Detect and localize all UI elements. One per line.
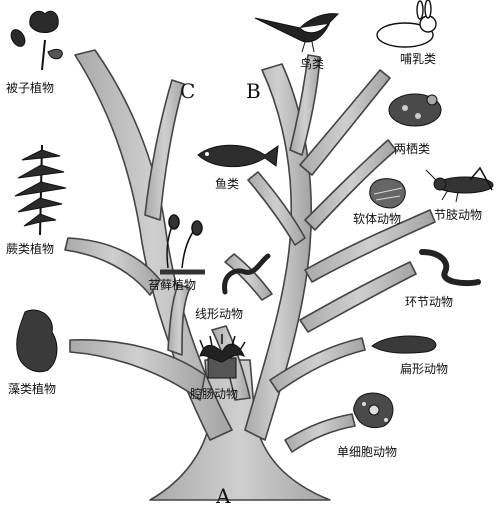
label-flatworm: 扁形动物 bbox=[400, 360, 448, 377]
plant-top-branch bbox=[145, 80, 184, 220]
label-moss: 苔藓植物 bbox=[148, 276, 196, 293]
label-annelid: 环节动物 bbox=[405, 293, 453, 310]
label-fish: 鱼类 bbox=[215, 175, 239, 192]
protozoa-icon bbox=[354, 393, 393, 427]
point-label-c: C bbox=[180, 79, 195, 103]
point-label-b: B bbox=[246, 79, 261, 103]
mammal-icon bbox=[377, 0, 436, 47]
algae-icon bbox=[17, 310, 57, 372]
point-label-a: A bbox=[216, 484, 230, 508]
amphibian-icon bbox=[389, 94, 441, 126]
fern-icon bbox=[15, 145, 66, 235]
angiosperm-icon bbox=[8, 11, 62, 70]
label-nematode: 线形动物 bbox=[195, 305, 243, 322]
label-fern: 蕨类植物 bbox=[6, 240, 54, 257]
label-mollusk: 软体动物 bbox=[353, 210, 401, 227]
mollusk-icon bbox=[370, 179, 406, 208]
label-cnidarian: 腔肠动物 bbox=[190, 385, 238, 402]
flatworm-icon bbox=[372, 336, 436, 353]
label-arthropod: 节肢动物 bbox=[434, 206, 482, 223]
label-bird: 鸟类 bbox=[300, 55, 324, 72]
label-algae: 藻类植物 bbox=[8, 380, 56, 397]
fish-icon bbox=[198, 145, 278, 166]
label-angiosperm: 被子植物 bbox=[6, 79, 54, 96]
label-amphibian: 两栖类 bbox=[394, 140, 430, 157]
annelid-icon bbox=[422, 252, 478, 283]
bird-icon bbox=[255, 14, 338, 52]
label-mammal: 哺乳类 bbox=[400, 50, 436, 67]
arthropod-icon bbox=[426, 168, 493, 202]
label-protozoa: 单细胞动物 bbox=[337, 443, 397, 460]
tree-branches bbox=[65, 50, 435, 500]
